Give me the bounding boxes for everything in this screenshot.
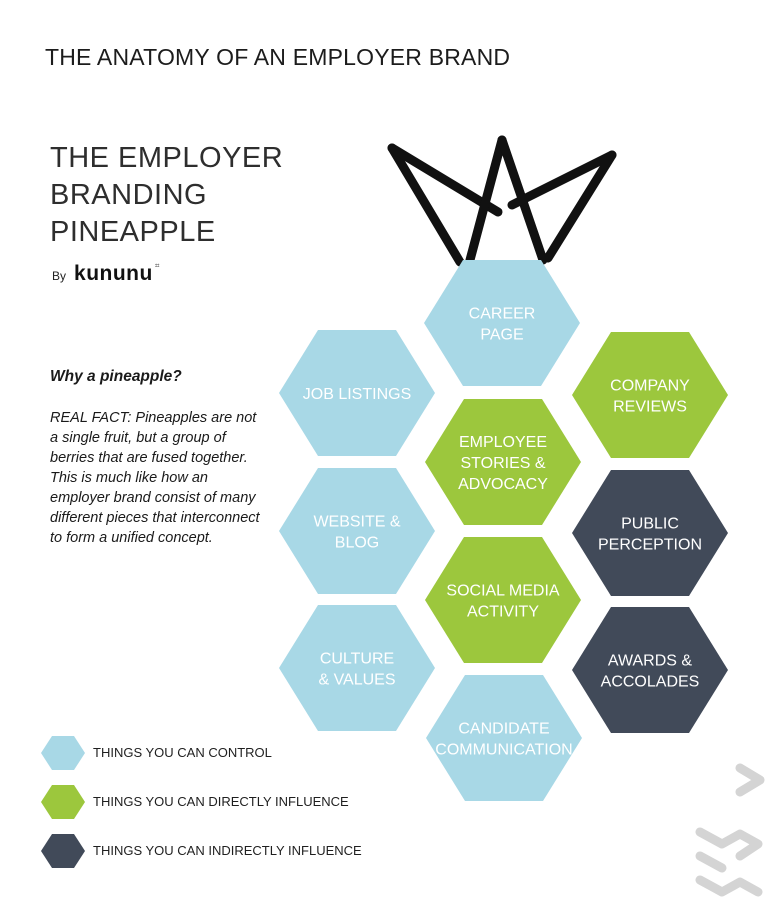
legend-label-indirect: THINGS YOU CAN INDIRECTLY INFLUENCE (93, 843, 362, 858)
hexagon-shape (279, 468, 435, 594)
hexagon-shape (279, 330, 435, 456)
logo-mark-icon: ⌗ (154, 261, 160, 270)
hexagon-public-perception: PUBLIC PERCEPTION (572, 470, 728, 596)
byline-by: By (52, 269, 67, 283)
hexagon-career-page: CAREER PAGE (424, 260, 580, 386)
legend-label-direct: THINGS YOU CAN DIRECTLY INFLUENCE (93, 794, 349, 809)
hexagon-shape (424, 260, 580, 386)
hexagon-label: COMMUNICATION (435, 742, 572, 759)
hexagon-label: WEBSITE & (313, 514, 400, 531)
byline: By kununu ⌗ (52, 261, 165, 286)
hexagon-label: ACTIVITY (467, 604, 539, 621)
crown-icon (387, 135, 617, 267)
hexagon-shape (425, 399, 581, 525)
hexagon-shape (426, 675, 582, 801)
kununu-logo: kununu (74, 262, 153, 285)
hexagon-label: SOCIAL MEDIA (446, 583, 560, 600)
hexagon-job-listings: JOB LISTINGS (279, 330, 435, 456)
hexagon-culture-values: CULTURE & VALUES (279, 605, 435, 731)
hexagon-label: PERCEPTION (598, 537, 702, 554)
legend-label-control: THINGS YOU CAN CONTROL (93, 745, 272, 760)
legend-swatch-indirect (41, 834, 85, 868)
title-line: THE EMPLOYER (50, 142, 284, 174)
page-title: THE EMPLOYER BRANDING PINEAPPLE (50, 140, 283, 251)
hexagon-label: CANDIDATE (458, 721, 549, 738)
hexagon-label: BLOG (335, 535, 379, 552)
hexagon-label: REVIEWS (613, 399, 687, 416)
hexagon-candidate-communication: CANDIDATE COMMUNICATION (426, 675, 582, 801)
legend-swatch-direct (41, 785, 85, 819)
hexagon-label: PAGE (480, 327, 523, 344)
hexagon-label: & VALUES (318, 672, 395, 689)
hexagon-awards-accolades: AWARDS & ACCOLADES (572, 607, 728, 733)
hexagon-label: EMPLOYEE (459, 434, 547, 451)
page-header: THE ANATOMY OF AN EMPLOYER BRAND (45, 44, 511, 70)
why-heading: Why a pineapple? (50, 368, 182, 385)
legend-swatch-control (41, 736, 85, 770)
hexagon-label: ADVOCACY (458, 476, 548, 493)
title-line: BRANDING (50, 179, 208, 211)
hexagon-employee-stories: EMPLOYEE STORIES & ADVOCACY (425, 399, 581, 525)
hexagon-website-blog: WEBSITE & BLOG (279, 468, 435, 594)
hexagon-shape (279, 605, 435, 731)
hexagon-label: PUBLIC (621, 516, 679, 533)
hexagon-label: JOB LISTINGS (303, 386, 411, 403)
title-line: PINEAPPLE (50, 216, 216, 248)
hexagon-company-reviews: COMPANY REVIEWS (572, 332, 728, 458)
hexagon-social-media: SOCIAL MEDIA ACTIVITY (425, 537, 581, 663)
hexagon-shape (572, 470, 728, 596)
hexagon-label: STORIES & (460, 455, 545, 472)
hexagon-label: COMPANY (610, 378, 690, 395)
hexagon-label: AWARDS & (608, 653, 692, 670)
hexagon-label: ACCOLADES (601, 674, 700, 691)
hexagon-shape (572, 332, 728, 458)
hexagon-shape (572, 607, 728, 733)
hexagon-shape (425, 537, 581, 663)
hexagon-label: CULTURE (320, 651, 394, 668)
hexagon-label: CAREER (469, 306, 536, 323)
fact-text: REAL FACT: Pineapples are not a single f… (50, 410, 260, 546)
watermark-icon (695, 763, 765, 897)
